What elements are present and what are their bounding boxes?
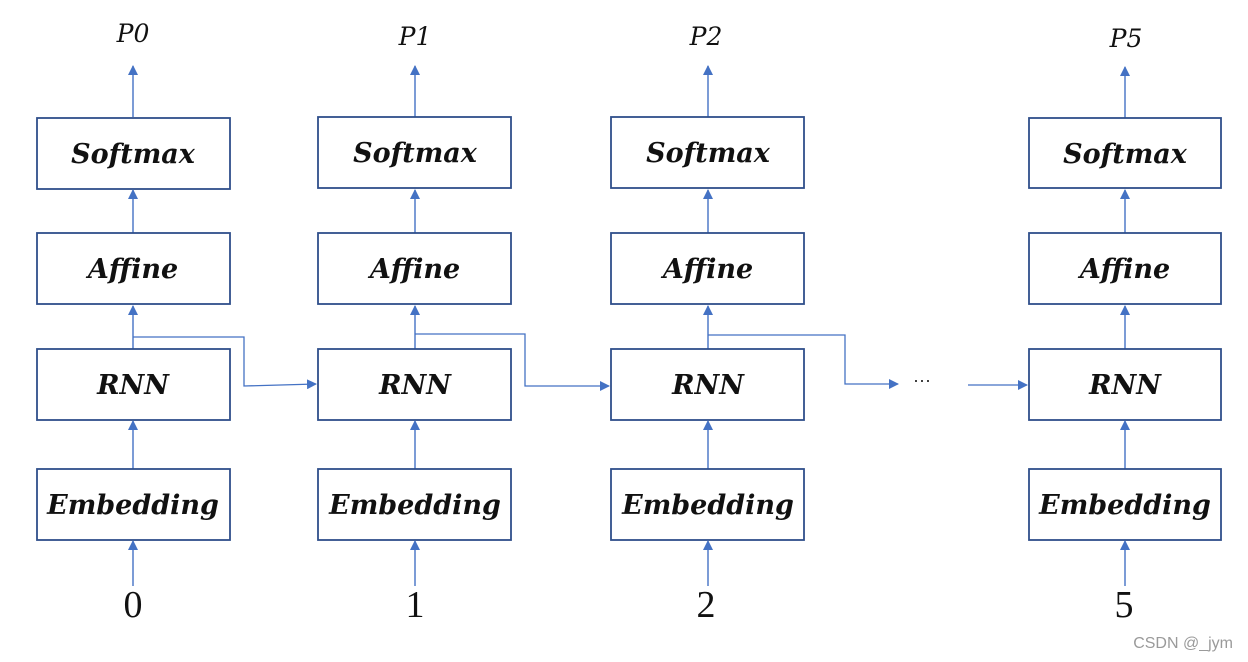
softmax-label: Softmax <box>1063 139 1188 170</box>
affine-box <box>36 232 231 305</box>
hidden-state-connectors: ··· <box>133 333 1028 391</box>
affine-label: Affine <box>367 254 460 285</box>
affine-label: Affine <box>85 254 178 285</box>
embedding-box <box>1028 468 1222 541</box>
embedding-label: Embedding <box>1038 490 1211 521</box>
rnn-box <box>36 348 231 421</box>
affine-box <box>610 232 805 305</box>
affine-label: Affine <box>660 254 753 285</box>
softmax-label: Softmax <box>646 138 771 169</box>
input-label-5: 5 <box>1115 584 1134 626</box>
column-0: P0 Softmax Affine RNN Embedding 0 <box>36 19 231 626</box>
input-label-2: 2 <box>697 584 716 626</box>
softmax-label: Softmax <box>71 139 196 170</box>
affine-box <box>1028 232 1222 305</box>
rnn-label: RNN <box>378 370 452 401</box>
column-2: P2 Softmax Affine RNN Embedding 2 <box>610 22 805 626</box>
embedding-box <box>36 468 231 541</box>
softmax-box <box>317 116 512 189</box>
column-5: P5 Softmax Affine RNN Embedding 5 <box>1028 24 1222 626</box>
hidden-state-arrow-1-to-2 <box>415 333 610 391</box>
output-label-p0: P0 <box>116 19 150 48</box>
rnn-label: RNN <box>96 370 170 401</box>
rnn-box <box>1028 348 1222 421</box>
softmax-box <box>610 116 805 189</box>
column-1: P1 Softmax Affine RNN Embedding 1 <box>317 22 512 626</box>
embedding-label: Embedding <box>46 490 219 521</box>
softmax-box <box>1028 117 1222 189</box>
embedding-label: Embedding <box>621 490 794 521</box>
watermark: CSDN @_jym <box>1133 635 1233 652</box>
affine-label: Affine <box>1077 254 1170 285</box>
rnn-box <box>317 348 512 421</box>
output-label-p1: P1 <box>398 22 432 51</box>
output-label-p5: P5 <box>1109 24 1143 53</box>
softmax-label: Softmax <box>353 138 478 169</box>
output-label-p2: P2 <box>689 22 723 51</box>
rnn-box <box>610 348 805 421</box>
input-label-1: 1 <box>406 584 425 626</box>
input-label-0: 0 <box>124 584 143 626</box>
embedding-box <box>317 468 512 541</box>
embedding-box <box>610 468 805 541</box>
rnn-label: RNN <box>671 370 745 401</box>
embedding-label: Embedding <box>328 490 501 521</box>
hidden-state-arrow-2-to-ellipsis <box>708 334 899 389</box>
rnn-label: RNN <box>1088 370 1162 401</box>
affine-box <box>317 232 512 305</box>
ellipsis: ··· <box>913 370 931 390</box>
hidden-state-arrow-0-to-1 <box>133 336 317 390</box>
